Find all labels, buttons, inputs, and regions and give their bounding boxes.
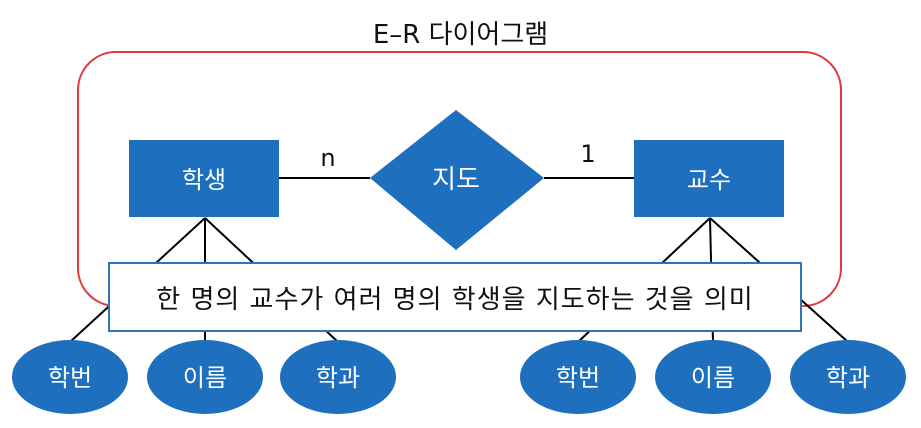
student-attr-label-3: 학과 [316,364,360,392]
professor-attr-label-2: 이름 [691,364,735,392]
explanation-note: 한 명의 교수가 여러 명의 학생을 지도하는 것을 의미 [108,262,802,332]
professor-entity-label: 교수 [687,166,731,194]
student-attr-label-1: 학번 [48,364,92,392]
professor-attr-oval-3 [790,340,906,414]
professor-attr-label-3: 학과 [826,364,870,392]
student-attr-oval-2 [147,340,263,414]
student-attr-label-2: 이름 [183,364,227,392]
student-entity-label: 학생 [182,166,226,194]
diagram-title: E–R 다이어그램 [372,20,549,50]
professor-attr-oval-2 [655,340,771,414]
cardinality-student: n [320,144,335,172]
cardinality-professor: 1 [580,140,595,168]
professor-entity [634,140,784,217]
professor-attr-label-1: 학번 [556,364,600,392]
student-attr-oval-1 [12,340,128,414]
student-entity [129,140,279,217]
explanation-note-text: 한 명의 교수가 여러 명의 학생을 지도하는 것을 의미 [156,284,754,315]
professor-attr-oval-1 [520,340,636,414]
student-attr-oval-3 [280,340,396,414]
relationship-diamond [370,110,544,250]
relationship-label: 지도 [432,165,480,195]
